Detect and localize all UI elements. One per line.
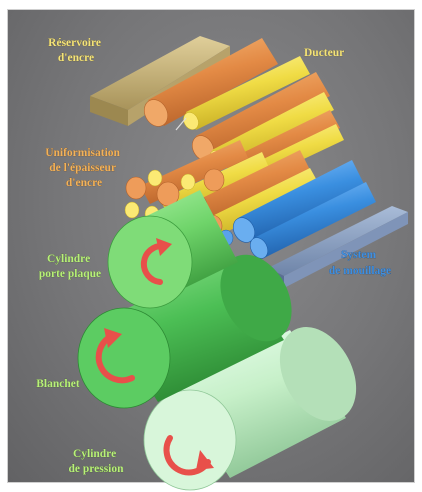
label-ducteur: Ducteur [304,47,344,59]
label-reservoir: Réservoire d'encre [48,37,104,64]
label-impression-cylinder: Cylindre de pression [68,448,124,475]
label-blanket: Blanchet [36,378,80,390]
label-uniformisation: Uniformisation de l'épaisseur d'encre [45,147,123,189]
label-plate-cylinder: Cylindre porte plaque [39,253,101,280]
